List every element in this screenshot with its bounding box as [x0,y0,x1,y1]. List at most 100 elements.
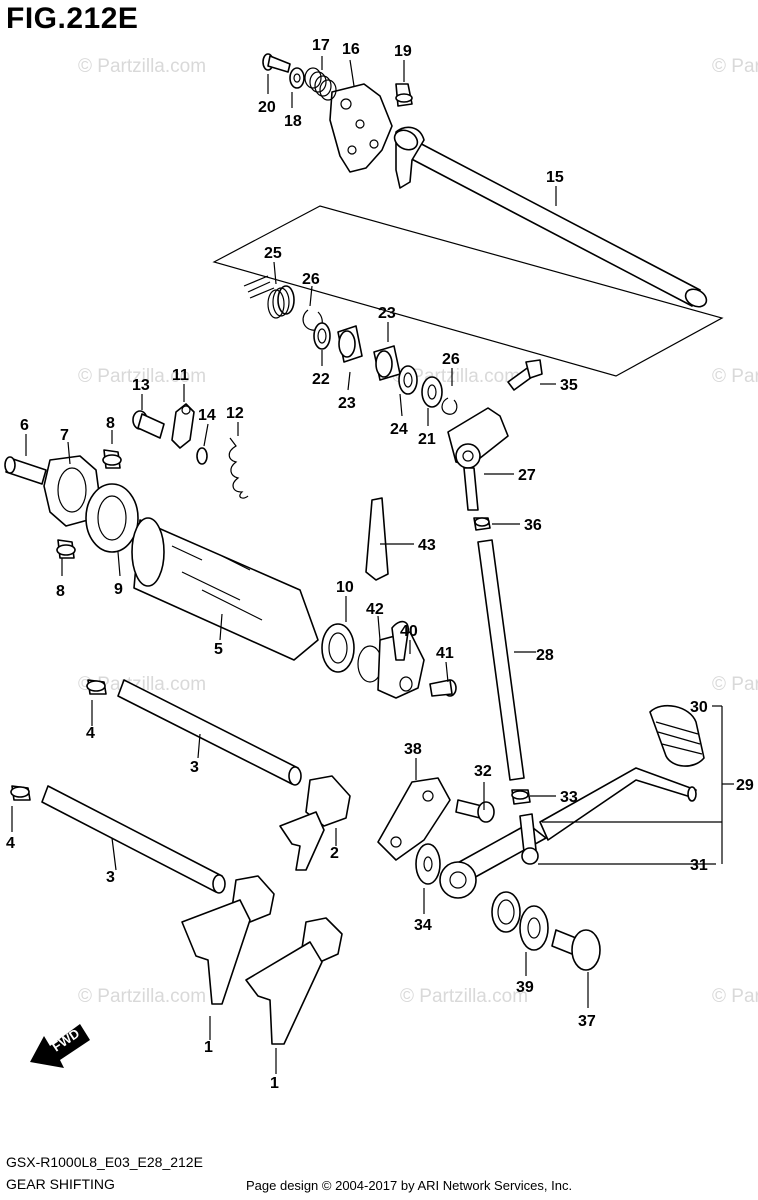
callout-13[interactable]: 13 [132,377,150,394]
callout-43[interactable]: 43 [418,537,436,554]
callout-1[interactable]: 1 [270,1075,279,1092]
callout-41[interactable]: 41 [436,645,454,662]
callout-7[interactable]: 7 [60,427,69,444]
callout-4[interactable]: 4 [6,835,15,852]
nut-33[interactable] [511,789,531,805]
screw-4a[interactable] [86,679,107,695]
callout-18[interactable]: 18 [284,113,302,130]
callout-33[interactable]: 33 [560,789,578,806]
callout-29[interactable]: 29 [736,777,754,794]
callout-4[interactable]: 4 [86,725,95,742]
return-spring-25[interactable] [243,275,295,319]
callout-34[interactable]: 34 [414,917,432,934]
shift-rod-28[interactable] [477,539,525,781]
bolt-35[interactable] [507,359,543,391]
callout-16[interactable]: 16 [342,41,360,58]
callout-19[interactable]: 19 [394,43,412,60]
gearshift-fork-1b[interactable] [245,917,343,1045]
callout-20[interactable]: 20 [258,99,276,116]
link-rod-end-31[interactable] [519,813,539,865]
callout-40[interactable]: 40 [400,623,418,640]
callout-38[interactable]: 38 [404,741,422,758]
gearshift-lever-bolt-37[interactable] [551,929,601,971]
callout-26[interactable]: 26 [442,351,460,368]
callout-35[interactable]: 35 [560,377,578,394]
gearshift-lever-29[interactable] [439,767,697,899]
bolt-32[interactable] [455,799,495,823]
gearshift-fork-2[interactable] [279,775,351,871]
bushing-23a[interactable] [337,325,363,363]
callout-23[interactable]: 23 [378,305,396,322]
washer-18[interactable] [289,67,305,89]
screw-8a[interactable] [102,449,122,469]
watermark: © Partzilla.com [712,986,758,1007]
bushing-23b[interactable] [373,345,401,381]
callout-37[interactable]: 37 [578,1013,596,1030]
washer-34[interactable] [415,843,441,885]
fork-shaft-3b[interactable] [41,785,226,894]
callout-26[interactable]: 26 [302,271,320,288]
gearshift-cam-5[interactable] [131,517,319,661]
footrest-rubber-30[interactable] [649,704,705,767]
callout-8[interactable]: 8 [56,583,65,600]
callout-24[interactable]: 24 [390,421,408,438]
screw-41[interactable] [429,679,457,697]
circlip-26b[interactable] [441,397,458,415]
gearshift-lever-bracket-38[interactable] [377,777,451,861]
bolt-20[interactable] [262,53,291,73]
callout-2[interactable]: 2 [330,845,339,862]
callout-21[interactable]: 21 [418,431,436,448]
fork-shaft-3a[interactable] [117,679,302,786]
callout-10[interactable]: 10 [336,579,354,596]
gearshift-cam-stopper-11[interactable] [171,403,195,449]
callout-23[interactable]: 23 [338,395,356,412]
nut-36[interactable] [473,517,491,531]
bolt-6[interactable] [4,456,47,485]
screw-4b[interactable] [10,785,31,801]
shift-link-arm-27[interactable] [447,407,509,511]
gearshift-fork-1a[interactable] [181,875,275,1005]
washer-14[interactable] [196,447,208,465]
return-spring-17[interactable] [304,67,337,101]
washer-39-spacer[interactable] [519,905,549,951]
stopper-spring-12[interactable] [228,437,249,499]
gearshift-cam-stopper-bolt-13[interactable] [132,410,165,439]
watermark: © Partzilla.com [712,56,758,77]
callout-9[interactable]: 9 [114,581,123,598]
callout-1[interactable]: 1 [204,1039,213,1056]
gearshift-arm-plate-16[interactable] [329,83,393,173]
oil-seal-24[interactable] [398,365,418,395]
callout-32[interactable]: 32 [474,763,492,780]
callout-22[interactable]: 22 [312,371,330,388]
callout-6[interactable]: 6 [20,417,29,434]
bearing-9[interactable] [85,483,139,553]
gear-position-switch-40[interactable] [377,620,425,699]
callout-25[interactable]: 25 [264,245,282,262]
callout-27[interactable]: 27 [518,467,536,484]
callout-36[interactable]: 36 [524,517,542,534]
callout-30[interactable]: 30 [690,699,708,716]
wiring-clamp-43[interactable] [365,497,389,581]
callout-3[interactable]: 3 [190,759,199,776]
callout-3[interactable]: 3 [106,869,115,886]
callout-5[interactable]: 5 [214,641,223,658]
callout-31[interactable]: 31 [690,857,708,874]
callout-14[interactable]: 14 [198,407,216,424]
washer-21[interactable] [421,376,443,408]
callout-15[interactable]: 15 [546,169,564,186]
shift-shaft-15[interactable] [391,126,709,310]
bushing-39[interactable] [491,891,521,933]
circlip-26a[interactable] [302,309,323,331]
callout-8[interactable]: 8 [106,415,115,432]
stopper-bolt-19[interactable] [395,83,413,107]
callout-11[interactable]: 11 [172,367,189,384]
watermark: © Partzilla.com [712,366,758,387]
screw-8b[interactable] [56,539,76,559]
callout-12[interactable]: 12 [226,405,244,422]
bearing-10[interactable] [321,623,355,673]
callout-39[interactable]: 39 [516,979,534,996]
callout-28[interactable]: 28 [536,647,554,664]
callout-17[interactable]: 17 [312,37,330,54]
callout-42[interactable]: 42 [366,601,384,618]
washer-22[interactable] [313,322,331,350]
